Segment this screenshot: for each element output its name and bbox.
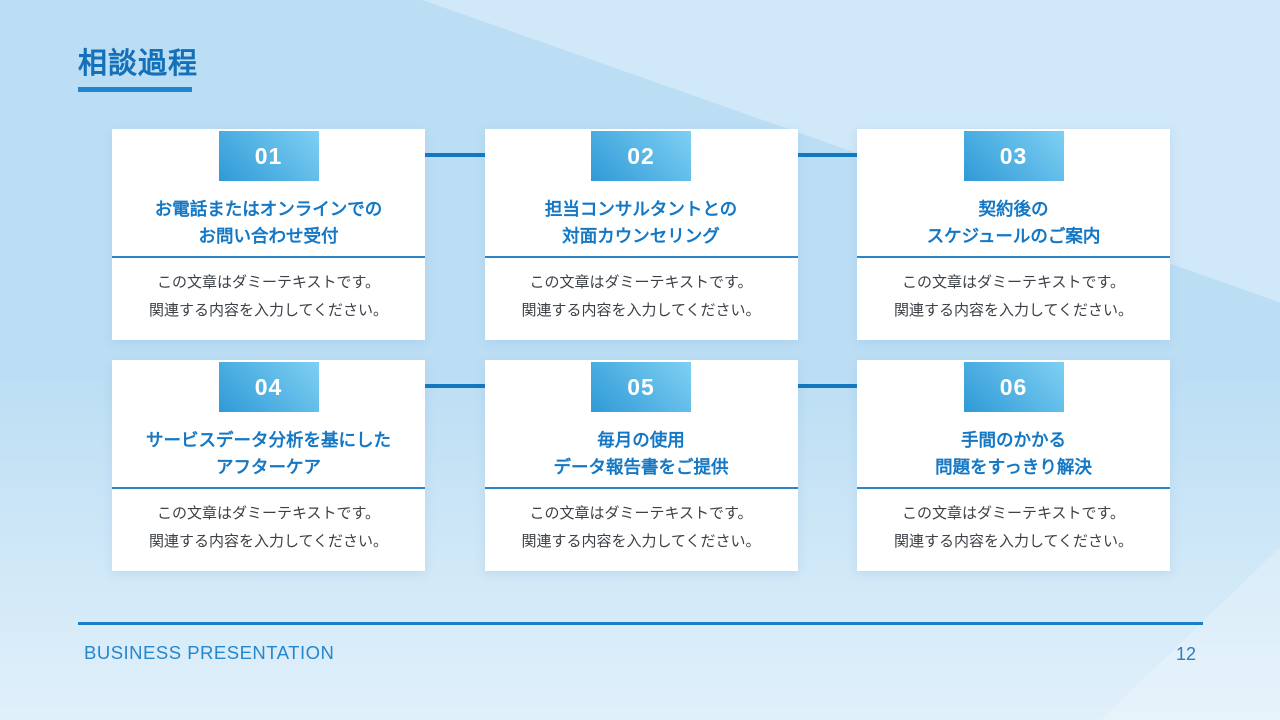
step-number: 05: [627, 373, 655, 400]
step-card-3: 03 契約後の スケジュールのご案内 この文章はダミーテキストです。 関連する内…: [857, 129, 1170, 340]
step-description-line2: 関連する内容を入力してください。: [148, 533, 389, 550]
step-title: 毎月の使用 データ報告書をご提供: [485, 360, 798, 487]
step-description-line1: この文章はダミーテキストです。: [156, 505, 381, 522]
card-divider: [484, 256, 798, 258]
step-number-badge: 01: [218, 131, 319, 181]
step-number-badge: 05: [591, 362, 691, 412]
card-divider: [484, 487, 798, 489]
step-title-line1: サービスデータ分析を基にした: [146, 429, 391, 450]
step-description-line1: この文章はダミーテキストです。: [901, 505, 1126, 522]
step-description: この文章はダミーテキストです。 関連する内容を入力してください。: [857, 258, 1170, 340]
step-number: 04: [254, 373, 283, 400]
step-number: 06: [999, 373, 1028, 400]
step-card-2: 02 担当コンサルタントとの 対面カウンセリング この文章はダミーテキストです。…: [484, 129, 798, 340]
step-card-6: 06 手間のかかる 問題をすっきり解決 この文章はダミーテキストです。 関連する…: [857, 360, 1170, 571]
connector-line: [423, 153, 487, 157]
step-description-line1: この文章はダミーテキストです。: [529, 505, 753, 522]
card-divider: [112, 487, 425, 489]
step-title-line1: 担当コンサルタントとの: [544, 198, 738, 219]
step-description-line2: 関連する内容を入力してください。: [521, 302, 761, 319]
step-description: この文章はダミーテキストです。 関連する内容を入力してください。: [112, 489, 425, 571]
step-title-line2: データ報告書をご提供: [553, 456, 729, 477]
step-number-badge: 02: [591, 131, 691, 181]
step-title-line1: お電話またはオンラインでの: [154, 198, 383, 219]
step-description-line2: 関連する内容を入力してください。: [893, 302, 1134, 319]
step-title-line2: アフターケア: [216, 456, 321, 477]
step-card-1: 01 お電話またはオンラインでの お問い合わせ受付 この文章はダミーテキストです…: [112, 129, 425, 340]
step-title: 担当コンサルタントとの 対面カウンセリング: [485, 129, 798, 256]
card-divider: [857, 487, 1170, 489]
step-number-badge: 06: [963, 362, 1064, 412]
step-number-badge: 04: [218, 362, 319, 412]
card-divider: [112, 256, 425, 258]
step-number: 01: [254, 142, 283, 169]
step-description-line2: 関連する内容を入力してください。: [521, 533, 761, 550]
card-divider: [857, 256, 1170, 258]
step-description: この文章はダミーテキストです。 関連する内容を入力してください。: [112, 258, 425, 340]
step-description: この文章はダミーテキストです。 関連する内容を入力してください。: [857, 489, 1170, 571]
connector-line: [423, 384, 487, 388]
step-title: 手間のかかる 問題をすっきり解決: [857, 360, 1170, 487]
connector-line: [795, 384, 859, 388]
step-description: この文章はダミーテキストです。 関連する内容を入力してください。: [485, 258, 798, 340]
step-card-4: 04 サービスデータ分析を基にした アフターケア この文章はダミーテキストです。…: [112, 360, 425, 571]
connector-line: [795, 153, 859, 157]
step-description-line1: この文章はダミーテキストです。: [529, 274, 753, 291]
page-title: 相談過程: [78, 48, 199, 80]
step-title-line2: お問い合わせ受付: [198, 225, 339, 246]
step-title: お電話またはオンラインでの お問い合わせ受付: [112, 129, 425, 256]
step-number-badge: 03: [963, 131, 1064, 181]
step-description-line1: この文章はダミーテキストです。: [901, 274, 1126, 291]
steps-grid: 01 お電話またはオンラインでの お問い合わせ受付 この文章はダミーテキストです…: [112, 129, 1170, 571]
footer-divider-line: [78, 622, 1203, 625]
step-number: 02: [627, 142, 655, 169]
step-title-line2: スケジュールのご案内: [926, 225, 1101, 246]
step-description: この文章はダミーテキストです。 関連する内容を入力してください。: [485, 489, 798, 571]
step-title: 契約後の スケジュールのご案内: [857, 129, 1170, 256]
step-title-line2: 対面カウンセリング: [562, 225, 720, 246]
step-title-line1: 毎月の使用: [597, 429, 685, 450]
step-description-line2: 関連する内容を入力してください。: [148, 302, 389, 319]
step-number: 03: [999, 142, 1028, 169]
step-description-line1: この文章はダミーテキストです。: [156, 274, 381, 291]
step-title-line1: 契約後の: [978, 198, 1049, 219]
step-title-line2: 問題をすっきり解決: [935, 456, 1092, 477]
step-title-line1: 手間のかかる: [961, 429, 1066, 450]
title-underline: [78, 87, 192, 92]
step-description-line2: 関連する内容を入力してください。: [893, 533, 1134, 550]
page-number: 12: [1176, 644, 1197, 664]
step-title: サービスデータ分析を基にした アフターケア: [112, 360, 425, 487]
footer-brand-text: BUSINESS PRESENTATION: [84, 642, 335, 663]
step-card-5: 05 毎月の使用 データ報告書をご提供 この文章はダミーテキストです。 関連する…: [484, 360, 798, 571]
